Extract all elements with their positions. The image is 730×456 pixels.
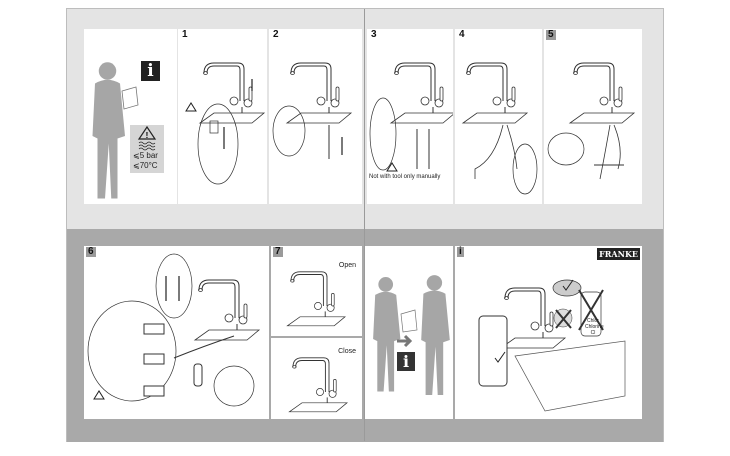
faucet-open-illustration	[286, 271, 346, 327]
reading-person-illustration	[92, 62, 139, 199]
care-illustration	[478, 279, 626, 412]
pressure-limit: ⩽5 bar	[133, 151, 158, 160]
info-icon: i	[141, 61, 160, 81]
step-number: 7	[273, 246, 283, 257]
step-5-illustration	[547, 62, 635, 180]
step-7-open-panel: 7 Open	[271, 246, 362, 336]
step-2-illustration	[272, 62, 352, 159]
franke-logo: FRANKE	[597, 248, 640, 260]
temperature-limit: ⩽70°C	[133, 161, 158, 170]
step-2-panel: 2	[269, 29, 362, 204]
step-7-close-panel: Close	[271, 338, 362, 419]
step-4-panel: 4	[455, 29, 542, 204]
water-limits-box: ! ⩽5 bar ⩽70°C	[130, 125, 164, 173]
instruction-sheet: i ! ⩽5 bar ⩽70°C 1 2	[66, 8, 664, 442]
faucet-close-illustration	[288, 357, 348, 413]
handover-illustration	[373, 275, 450, 395]
step-number: 5	[546, 29, 556, 40]
step-number: 4	[459, 29, 465, 40]
info-icon: i	[397, 352, 415, 371]
step-6-illustration	[87, 253, 260, 407]
intro-panel: i ! ⩽5 bar ⩽70°C	[84, 29, 177, 204]
page-fold	[364, 9, 365, 441]
step-number: 2	[273, 29, 279, 40]
step-number: i	[457, 246, 464, 257]
manual-only-note: Not with tool only manually	[369, 174, 441, 180]
step-number: 1	[182, 29, 188, 40]
step-1-illustration	[185, 62, 265, 185]
svg-text:!: !	[146, 131, 149, 140]
step-4-illustration	[462, 62, 538, 195]
step-number: 3	[371, 29, 377, 40]
warning-icon: !	[137, 125, 157, 151]
step-6-panel: 6	[84, 246, 269, 419]
open-label: Open	[338, 262, 356, 269]
step-5-panel: 5	[544, 29, 642, 204]
step-3-illustration	[369, 62, 453, 172]
close-label: Close	[338, 348, 356, 355]
care-panel: i FRANKE Chlor Chlorine Cl	[455, 246, 642, 419]
chlor-label: Chlor Chlorine Cl	[585, 318, 604, 336]
handover-panel: i	[365, 246, 453, 419]
chlor-line: Chlor	[587, 318, 599, 324]
step-number: 6	[86, 246, 96, 257]
chlorine-line: Chlorine	[585, 324, 604, 330]
step-3-panel: 3 Not with tool only manually	[367, 29, 453, 204]
cl-line: Cl	[590, 330, 596, 336]
step-1-panel: 1	[178, 29, 267, 204]
